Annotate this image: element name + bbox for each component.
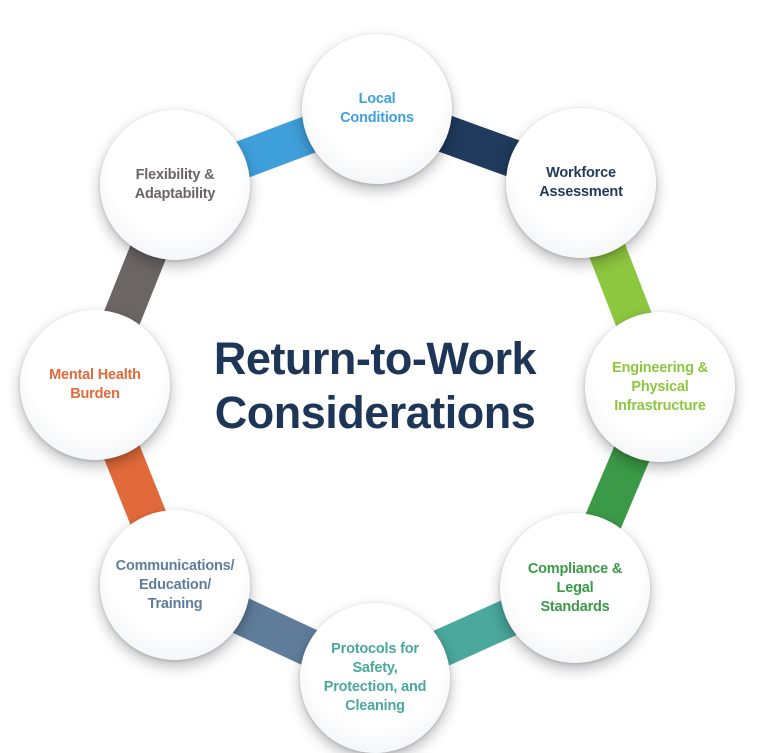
node-label-communications-education-training: Communications/ Education/ Training: [115, 557, 235, 612]
node-label-local-conditions: Local Conditions: [340, 91, 414, 126]
node-mental-health-burden: Mental Health Burden: [20, 310, 170, 460]
node-label-engineering-physical-infrastructure: Engineering & Physical Infrastructure: [612, 359, 708, 414]
node-communications-education-training: Communications/ Education/ Training: [100, 510, 250, 660]
node-label-flexibility-adaptability: Flexibility & Adaptability: [134, 167, 216, 202]
node-engineering-physical-infrastructure: Engineering & Physical Infrastructure: [585, 312, 735, 462]
node-protocols-safety: Protocols for Safety, Protection, and Cl…: [300, 603, 450, 753]
node-label-mental-health-burden: Mental Health Burden: [49, 367, 141, 402]
node-compliance-legal-standards: Compliance & Legal Standards: [500, 513, 650, 663]
node-label-workforce-assessment: Workforce Assessment: [539, 165, 623, 200]
node-flexibility-adaptability: Flexibility & Adaptability: [100, 110, 250, 260]
center-title: Return-to-Work Considerations: [213, 333, 537, 438]
node-label-compliance-legal-standards: Compliance & Legal Standards: [527, 560, 623, 615]
node-workforce-assessment: Workforce Assessment: [506, 108, 656, 258]
node-label-protocols-safety: Protocols for Safety, Protection, and Cl…: [323, 641, 427, 714]
node-local-conditions: Local Conditions: [302, 34, 452, 184]
